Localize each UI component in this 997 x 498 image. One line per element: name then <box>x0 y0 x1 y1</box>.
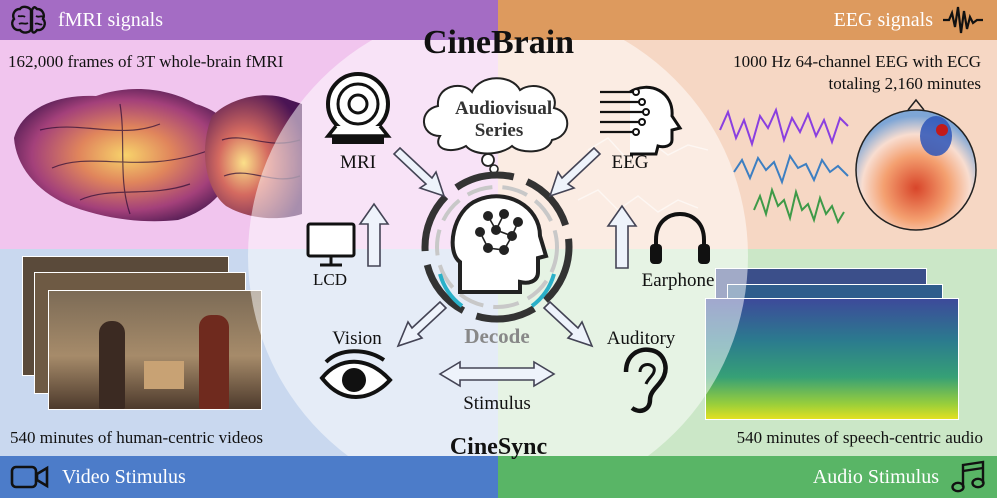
arrow-mri-to-decoder <box>392 146 446 198</box>
eeg-label: EEG <box>611 152 649 173</box>
video-banner: Video Stimulus <box>0 456 498 498</box>
auditory-label: Auditory <box>606 328 676 349</box>
center-footer: CineSync <box>449 434 548 460</box>
eeg-banner-title: EEG signals <box>833 8 933 31</box>
arrow-decoder-to-vision <box>396 300 448 348</box>
video-person-left <box>99 321 125 409</box>
arrow-eeg-to-decoder <box>548 146 602 198</box>
audio-banner: Audio Stimulus <box>498 456 997 498</box>
eeg-banner: EEG signals <box>498 0 997 40</box>
arrow-stimulus-double <box>438 360 556 388</box>
arrow-earphone-to-eeg <box>606 204 638 269</box>
waveform-icon <box>943 6 983 34</box>
eeg-caption-line2: totaling 2,160 minutes <box>828 74 981 93</box>
spectrogram-front <box>705 298 959 420</box>
lcd-label: LCD <box>313 270 347 289</box>
eeg-trace-purple <box>719 107 849 148</box>
arrow-lcd-to-mri <box>358 202 390 267</box>
fmri-left-hemisphere <box>14 89 237 222</box>
audio-banner-title: Audio Stimulus <box>812 465 939 488</box>
stimulus-label: Stimulus <box>463 393 531 414</box>
center-title: CineBrain <box>422 24 575 61</box>
eeg-caption-line1: 1000 Hz 64-channel EEG with ECG <box>733 52 981 71</box>
spectrograms <box>705 268 965 420</box>
fmri-banner: fMRI signals <box>0 0 498 40</box>
earphone-label: Earphone <box>641 270 715 291</box>
video-box <box>144 361 184 389</box>
cloud-text: Audiovisual Series <box>455 98 553 141</box>
video-frame-front <box>48 290 262 410</box>
audio-caption: 540 minutes of speech-centric audio <box>736 428 983 447</box>
arrow-decoder-to-auditory <box>542 300 594 348</box>
video-banner-title: Video Stimulus <box>62 465 186 488</box>
brain-icon <box>11 5 46 34</box>
eeg-trace-green <box>753 186 845 225</box>
vision-label: Vision <box>332 328 382 349</box>
fmri-banner-title: fMRI signals <box>58 8 163 31</box>
video-camera-icon <box>10 465 49 489</box>
mri-label: MRI <box>340 152 376 173</box>
music-note-icon <box>951 460 985 493</box>
decode-label: Decode <box>464 324 530 348</box>
video-frames <box>22 256 262 410</box>
eeg-trace-blue <box>733 153 849 186</box>
fmri-caption: 162,000 frames of 3T whole-brain fMRI <box>8 52 284 71</box>
video-person-right <box>199 315 229 409</box>
video-caption: 540 minutes of human-centric videos <box>10 428 264 447</box>
